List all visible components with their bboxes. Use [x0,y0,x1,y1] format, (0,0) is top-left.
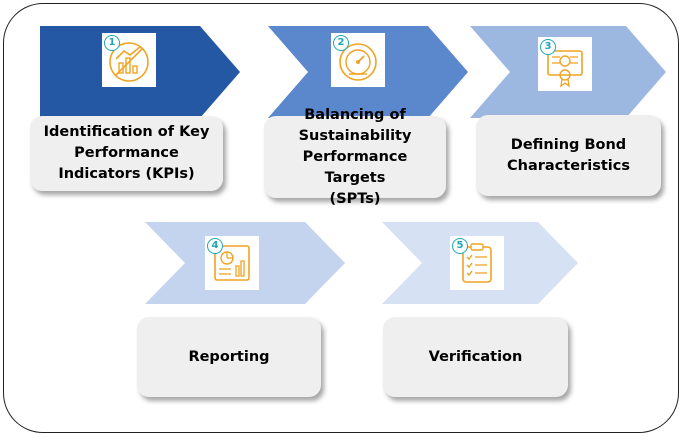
step-5-label: Verification [383,317,568,397]
report-chart-icon [214,245,250,281]
step-1-label: Identification of Key Performance Indica… [30,116,223,191]
step-1-icon-box: 1 [102,33,156,87]
checklist-icon [462,243,492,283]
step-4-label: Reporting [137,317,321,397]
step-2-number: 2 [333,35,349,51]
step-5-icon-box: 5 [450,236,504,290]
step-4-number: 4 [207,238,223,254]
step-5-number: 5 [452,238,468,254]
step-3-number: 3 [540,39,556,55]
step-3-icon-box: 3 [538,37,592,91]
step-1-number: 1 [104,35,120,51]
kpi-chart-icon [109,42,149,82]
step-3-label: Defining Bond Characteristics [476,115,661,196]
gauge-icon [339,43,377,81]
step-2-label: Balancing of Sustainability Performance … [264,107,446,207]
bond-certificate-icon [547,50,583,88]
step-4-icon-box: 4 [205,236,259,290]
step-2-icon-box: 2 [331,33,385,87]
